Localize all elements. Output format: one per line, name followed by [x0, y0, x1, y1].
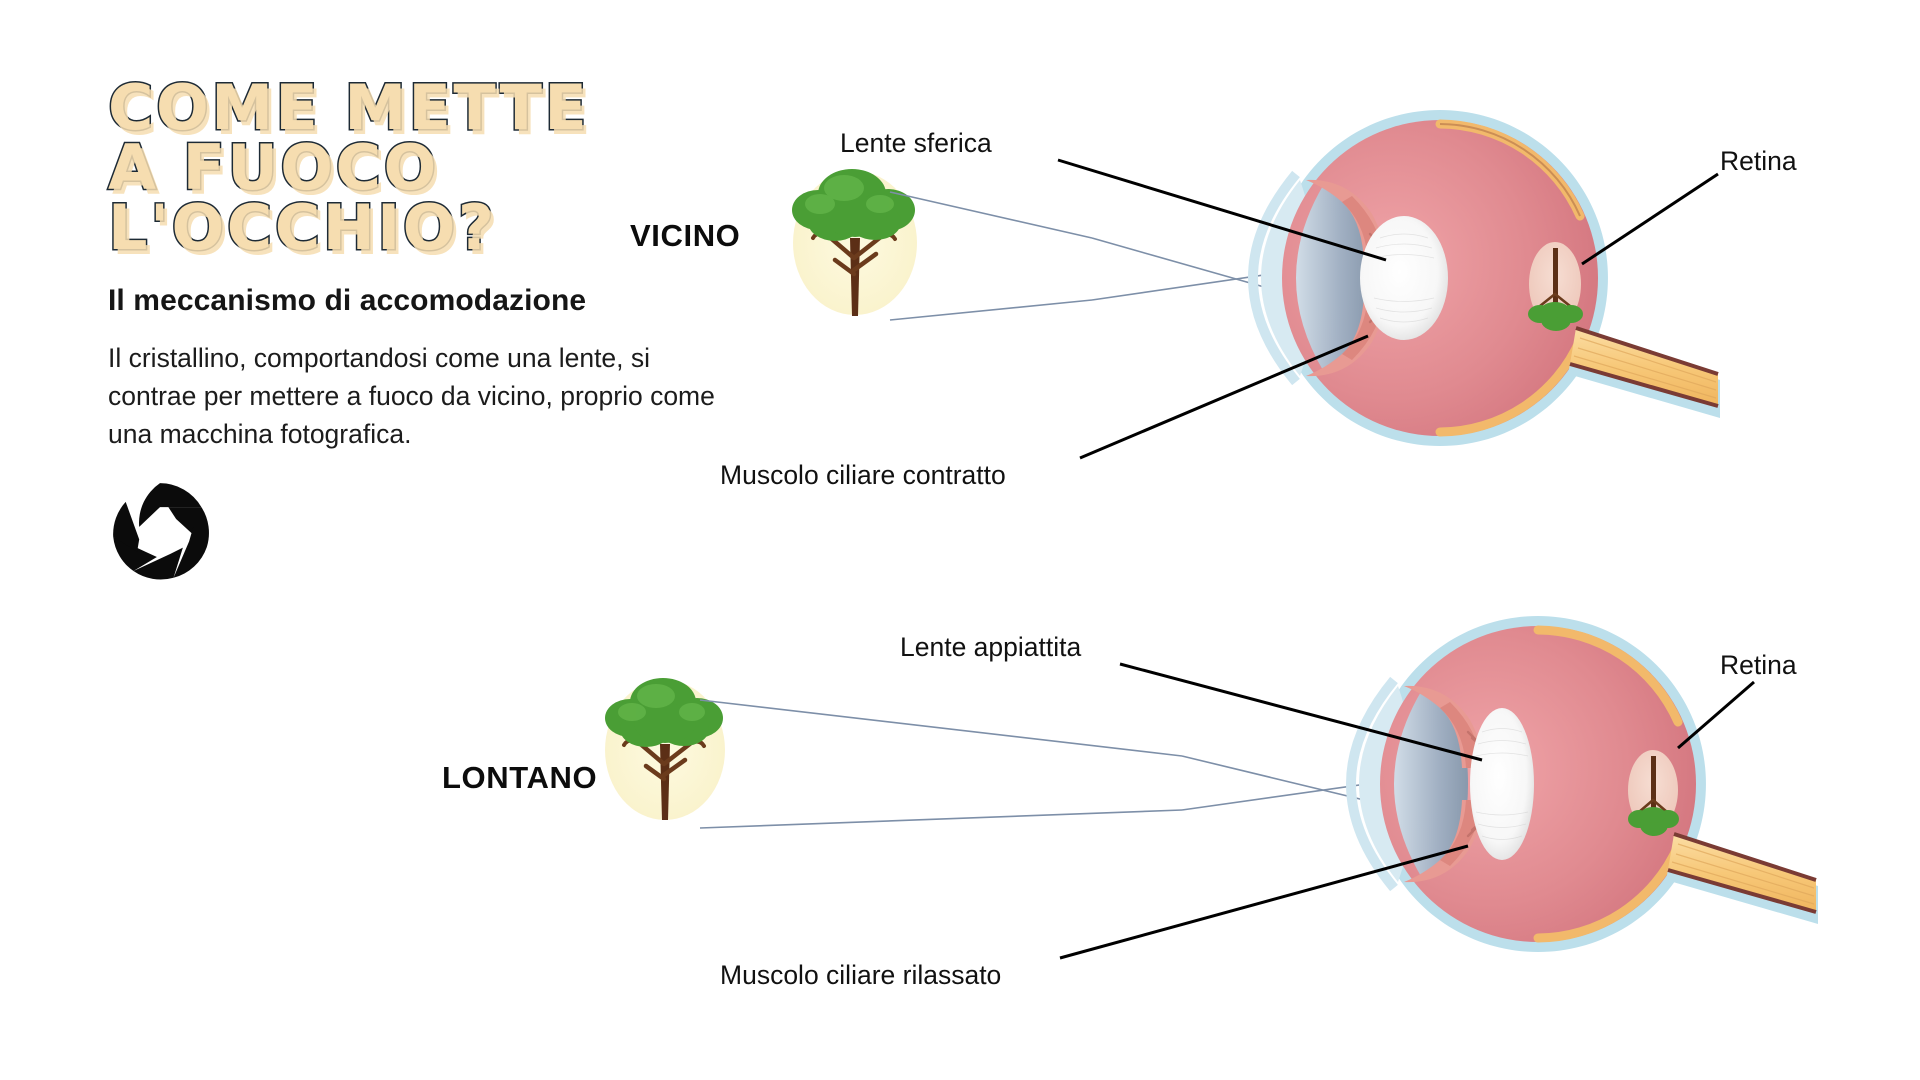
leader-lines-far — [1059, 662, 1755, 960]
diagram-far-focus: LONTANO Lente appiattita Muscolo ciliare… — [420, 560, 1840, 990]
tree-icon-near — [792, 169, 917, 316]
tree-icon-far — [605, 678, 725, 820]
eyeball-far — [1346, 616, 1818, 952]
retina-image-near — [1528, 242, 1583, 331]
lens-spherical-near — [1360, 216, 1448, 340]
retina-image-far — [1628, 750, 1679, 836]
eye-diagram-far-svg — [605, 616, 1818, 960]
callout-retina-far: Retina — [1720, 650, 1797, 680]
page-title-line-1: COME METTE — [107, 71, 590, 144]
callout-lens-far: Lente appiattita — [900, 632, 1082, 662]
camera-aperture-icon — [108, 479, 212, 583]
callout-muscle-far: Muscolo ciliare rilassato — [720, 960, 1002, 990]
callout-retina-near: Retina — [1720, 146, 1797, 176]
eyeball-near — [1248, 110, 1720, 447]
callout-muscle-near: Muscolo ciliare contratto — [720, 460, 1006, 490]
lens-flattened-far — [1470, 708, 1534, 860]
leader-lines-near — [1057, 158, 1719, 460]
optic-nerve-near — [1568, 326, 1720, 418]
eye-diagram-near-svg — [792, 110, 1720, 460]
page-title: COME METTE A FUOCO L'OCCHIO? — [107, 71, 768, 265]
page-title-line-3: L'OCCHIO? — [107, 191, 497, 265]
optic-nerve-far — [1666, 832, 1818, 924]
page-title-line-2: A FUOCO — [107, 131, 439, 205]
subheading: Il meccanismo di accomodazione — [108, 284, 587, 318]
intro-text-column: COME METTE A FUOCO L'OCCHIO? Il meccanis… — [107, 71, 768, 583]
body-paragraph: Il cristallino, comportandosi come una l… — [108, 343, 715, 449]
callout-lens-near: Lente sferica — [840, 128, 992, 158]
diagram-near-focus: VICINO Lente sferica Muscolo ciliare con… — [630, 88, 1797, 490]
stage-label-far: LONTANO — [442, 760, 598, 795]
stage-label-near: VICINO — [630, 218, 741, 253]
